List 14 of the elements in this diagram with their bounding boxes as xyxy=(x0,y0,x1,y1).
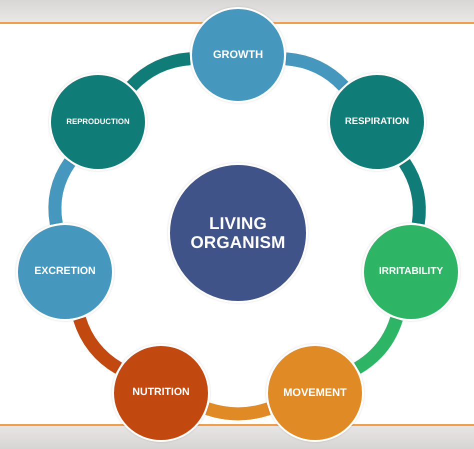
ring-segment xyxy=(399,159,426,224)
topic-label: EXCRETION xyxy=(33,266,97,278)
ring-segment xyxy=(127,52,191,91)
ring-segment xyxy=(48,158,76,225)
topic-label: RESPIRATION xyxy=(344,116,410,128)
center-label: LIVING ORGANISM xyxy=(189,214,287,252)
ring-segment xyxy=(285,52,348,91)
ring-segment xyxy=(205,402,271,420)
topic-label: NUTRITION xyxy=(131,387,191,399)
ring-segment xyxy=(354,316,403,374)
topic-label: GROWTH xyxy=(212,48,264,62)
ring-segment xyxy=(73,316,122,374)
topic-label: IRRITABILITY xyxy=(378,266,444,278)
topic-label: MOVEMENT xyxy=(282,386,348,400)
